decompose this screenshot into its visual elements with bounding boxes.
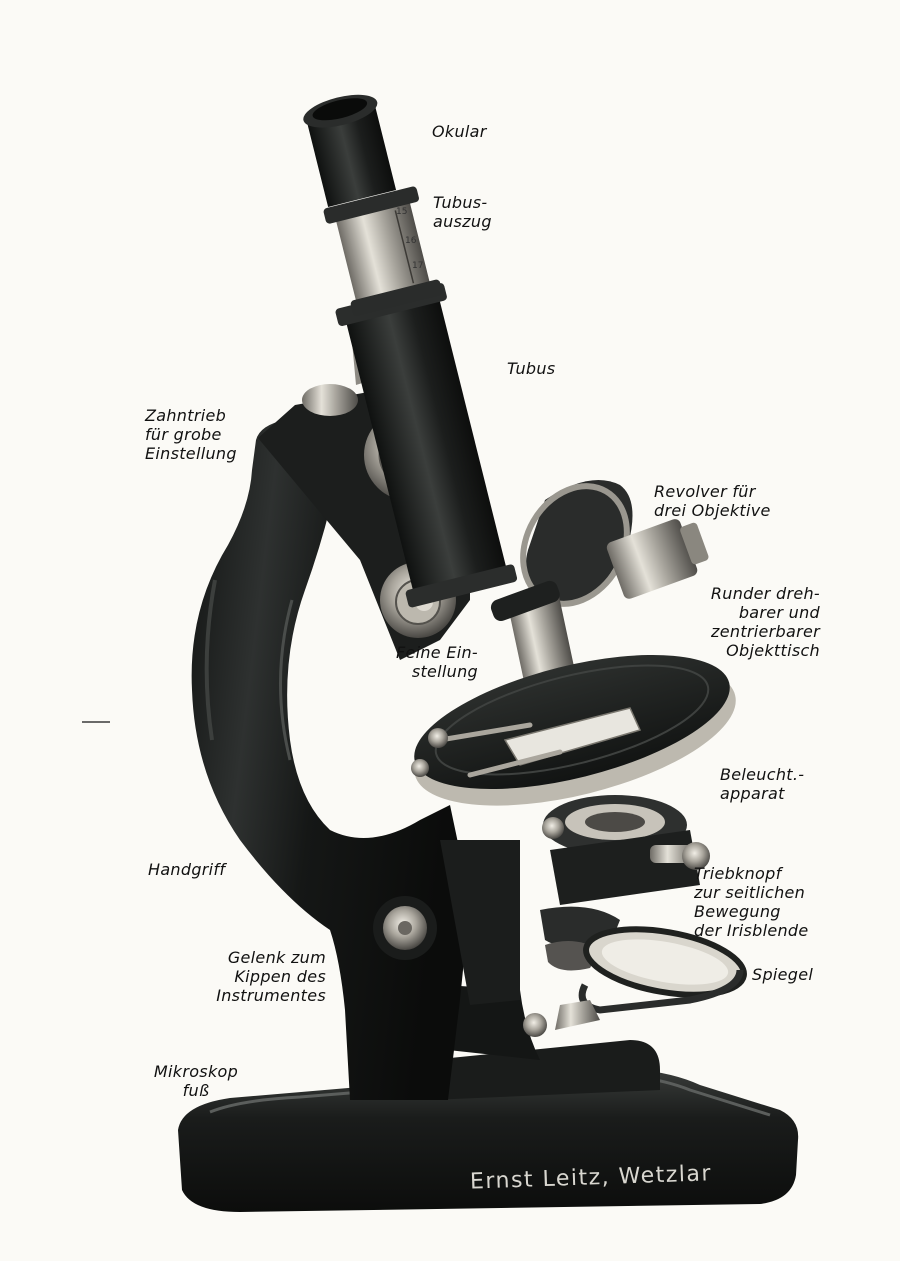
label-beleuchtungsapparat: Beleucht.- apparat bbox=[720, 765, 805, 803]
draw-tube-scale: 15 16 17 bbox=[396, 207, 423, 271]
microscope-foot bbox=[178, 985, 799, 1212]
draw-tube bbox=[323, 186, 443, 316]
label-spiegel: Spiegel bbox=[752, 965, 814, 984]
label-objekttisch: Runder dreh- barer und zentrierbarer Obj… bbox=[710, 584, 820, 660]
label-feine-einstellung: Feine Ein- stellung bbox=[395, 643, 478, 681]
mirror bbox=[523, 926, 747, 1037]
eyepiece bbox=[303, 94, 397, 207]
label-zahntrieb: Zahntrieb für grobe Einstellung bbox=[145, 406, 237, 463]
label-tubus: Tubus bbox=[507, 359, 556, 378]
svg-text:16: 16 bbox=[405, 236, 417, 246]
substage-bracket bbox=[440, 840, 520, 1005]
label-okular: Okular bbox=[432, 122, 487, 141]
stage bbox=[411, 655, 736, 806]
revolver-nosepiece bbox=[490, 480, 709, 714]
microscope-arm bbox=[191, 410, 471, 1100]
label-gelenk: Gelenk zum Kippen des Instrumentes bbox=[216, 948, 326, 1005]
svg-text:15: 15 bbox=[396, 207, 407, 217]
label-mikroskopfuss: Mikroskop fuß bbox=[153, 1062, 239, 1100]
illumination-apparatus bbox=[540, 795, 710, 971]
label-handgriff: Handgriff bbox=[148, 860, 226, 879]
label-triebknopf: Triebknopf zur seitlichen Bewegung der I… bbox=[694, 864, 809, 940]
label-tubusauszug: Tubus- auszug bbox=[433, 193, 492, 231]
label-revolver: Revolver für drei Objektive bbox=[654, 482, 771, 520]
svg-text:17: 17 bbox=[412, 261, 423, 271]
